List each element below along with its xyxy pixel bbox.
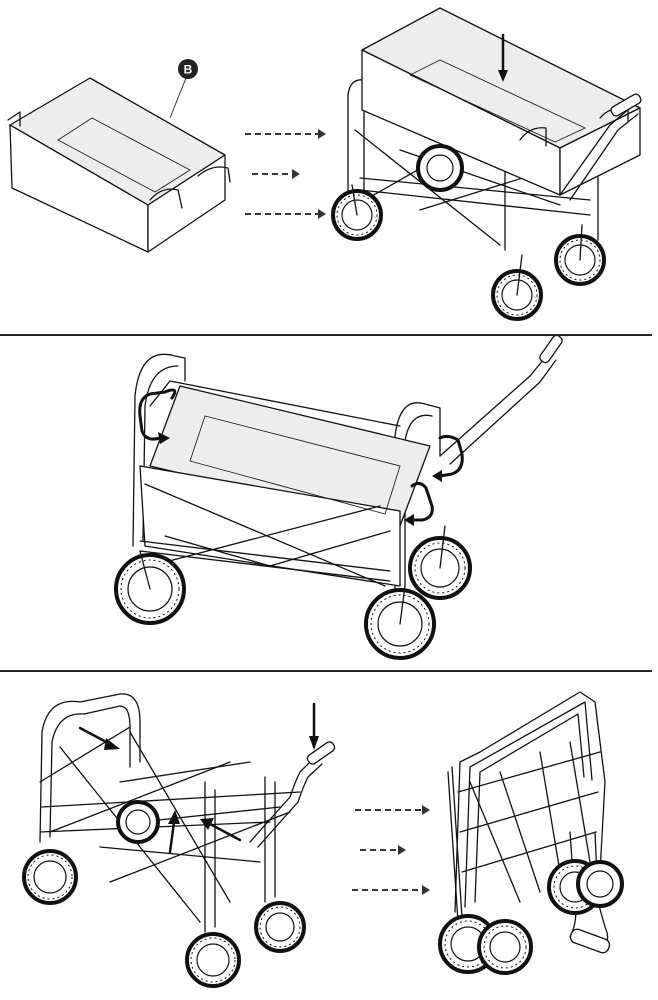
step-1-panel: B [7, 7, 642, 321]
transition-arrows-1 [245, 129, 326, 219]
step-3-panel [22, 691, 624, 988]
transition-arrows-3 [352, 805, 430, 895]
callout-b-label: B [184, 63, 193, 77]
wagon-wheels-2 [114, 525, 472, 660]
folding-wagon-frame [39, 693, 336, 933]
step-divider-2 [0, 670, 652, 672]
step-2-panel [114, 336, 563, 660]
wagon-wheels-1 [331, 144, 606, 321]
fabric-liner [7, 77, 231, 253]
step-divider-1 [0, 334, 652, 336]
wagon-frame-with-liner [347, 7, 642, 251]
wagon-wheels-3 [22, 800, 306, 988]
folded-wagon-wheels [438, 859, 624, 975]
callout-b: B [169, 59, 198, 119]
assembled-wagon [132, 336, 563, 592]
